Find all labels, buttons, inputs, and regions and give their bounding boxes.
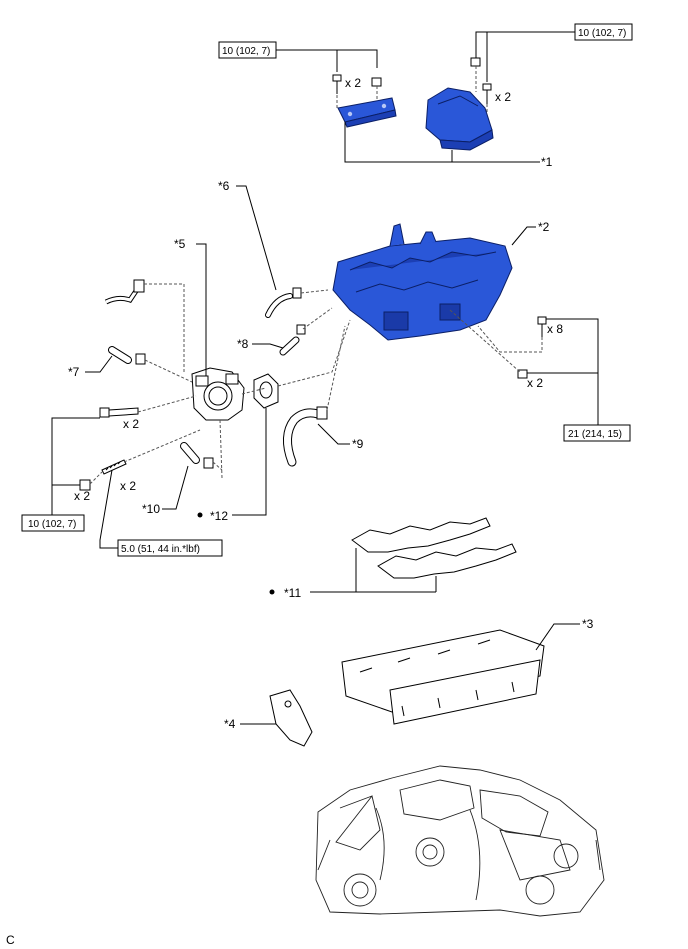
throttle-stud bbox=[101, 459, 127, 475]
gasket-12-group: *12 bbox=[197, 319, 351, 523]
lower-manifold-group: *3 bbox=[341, 617, 594, 725]
hose-9-clip bbox=[316, 406, 328, 420]
leader-torque-3 bbox=[527, 318, 599, 425]
qty-label-3: x 8 bbox=[547, 322, 563, 336]
hose-10-part bbox=[180, 442, 214, 469]
intake-manifold-group: *2 x 8 x 2 21 (214, 15) bbox=[332, 220, 631, 442]
leader-callout-8 bbox=[252, 343, 284, 349]
torque-label-5: 5.0 (51, 44 in.*lbf) bbox=[121, 544, 200, 555]
hose-8-clip bbox=[296, 324, 306, 335]
callout-11: *11 bbox=[284, 586, 301, 600]
leader-callout-6 bbox=[236, 185, 277, 291]
dash-harness bbox=[144, 283, 185, 372]
callout-9: *9 bbox=[352, 437, 364, 451]
callout-3: *3 bbox=[582, 617, 594, 631]
leader-callout-10 bbox=[162, 465, 189, 510]
nut-right-top bbox=[470, 57, 481, 67]
blue-cover-part bbox=[425, 87, 494, 151]
engine-block-illustration bbox=[315, 765, 605, 917]
leader-callout-12 bbox=[232, 408, 267, 516]
callout-12: *12 bbox=[210, 509, 228, 523]
callout-6: *6 bbox=[218, 179, 230, 193]
throttle-body-part bbox=[191, 367, 245, 421]
hose-6-clip bbox=[292, 287, 302, 299]
qty-label-2: x 2 bbox=[495, 90, 511, 104]
qty-label-5: x 2 bbox=[123, 417, 139, 431]
leader-torque-1 bbox=[276, 49, 378, 68]
dash-throttle-stud bbox=[89, 429, 201, 485]
throttle-bolt bbox=[99, 407, 139, 418]
callout-1: *1 bbox=[541, 155, 553, 169]
throttle-body-group: *5 *7 x 2 x 2 x 2 10 (102, 7) bbox=[21, 237, 267, 557]
component-1-group: 10 (102, 7) 10 (102, 7) x 2 bbox=[218, 23, 633, 169]
qty-label-1: x 2 bbox=[345, 76, 361, 90]
dash-hose-10 bbox=[212, 461, 223, 471]
dash-throttle-bolt bbox=[137, 395, 197, 413]
torque-label-2: 10 (102, 7) bbox=[578, 28, 626, 39]
torque-label-4: 10 (102, 7) bbox=[28, 519, 76, 530]
leader-callout-5 bbox=[196, 243, 207, 376]
leader-torque-2 bbox=[475, 31, 575, 58]
gasket-11-lower bbox=[377, 543, 517, 579]
torque-label-1: 10 (102, 7) bbox=[222, 46, 270, 57]
dash-hose-7 bbox=[144, 359, 193, 383]
torque-box-3 bbox=[563, 424, 631, 442]
blue-bracket-part bbox=[337, 97, 397, 128]
leader-torque-4 bbox=[51, 417, 100, 515]
dash-hose-9 bbox=[326, 325, 346, 411]
dash-left-top bbox=[336, 86, 378, 108]
callout-8: *8 bbox=[237, 337, 249, 351]
hose-6-group: *6 bbox=[218, 179, 329, 318]
qty-label-4: x 2 bbox=[527, 376, 543, 390]
bolt-right-top bbox=[482, 83, 492, 104]
dash-hose-6 bbox=[300, 289, 329, 294]
manifold-nut bbox=[517, 369, 528, 379]
callout-4: *4 bbox=[224, 717, 236, 731]
leader-callout-2 bbox=[511, 226, 536, 246]
hose-8-group: *8 bbox=[237, 307, 333, 356]
hose-7-part bbox=[108, 346, 146, 365]
dash-manifold-fasteners bbox=[449, 309, 543, 373]
qty-label-7: x 2 bbox=[120, 479, 136, 493]
nut-left-top bbox=[371, 77, 382, 87]
hose-9-group: *9 bbox=[283, 325, 364, 467]
wire-harness-part bbox=[104, 279, 145, 305]
bolt-left-top bbox=[332, 74, 342, 94]
marker-12 bbox=[197, 512, 203, 518]
callout-2: *2 bbox=[538, 220, 550, 234]
leader-callout-11 bbox=[310, 548, 437, 593]
dash-throttle bbox=[219, 387, 267, 479]
lower-manifold-part bbox=[341, 629, 545, 725]
torque-box-5 bbox=[117, 539, 223, 557]
gasket-11-group: *11 bbox=[269, 517, 517, 600]
bracket-4-part bbox=[269, 689, 313, 747]
callout-5: *5 bbox=[174, 237, 186, 251]
leader-torque-5 bbox=[99, 469, 118, 549]
dash-gasket-12 bbox=[277, 319, 351, 387]
figure-code: C bbox=[6, 933, 15, 947]
callout-7: *7 bbox=[68, 365, 80, 379]
torque-label-3: 21 (214, 15) bbox=[568, 429, 622, 440]
marker-11 bbox=[269, 589, 275, 595]
leader-callout-9 bbox=[317, 423, 350, 445]
intake-manifold-part bbox=[332, 223, 513, 341]
callout-10: *10 bbox=[142, 502, 160, 516]
leader-callout-3 bbox=[535, 623, 580, 651]
bracket-4-group: *4 bbox=[224, 689, 313, 747]
dash-hose-8 bbox=[302, 307, 333, 330]
qty-label-6: x 2 bbox=[74, 489, 90, 503]
leader-callout-1 bbox=[344, 122, 540, 163]
leader-callout-7 bbox=[85, 355, 113, 373]
torque-box-4 bbox=[21, 514, 85, 532]
manifold-bolt bbox=[537, 316, 547, 325]
gasket-11-upper bbox=[351, 517, 491, 553]
